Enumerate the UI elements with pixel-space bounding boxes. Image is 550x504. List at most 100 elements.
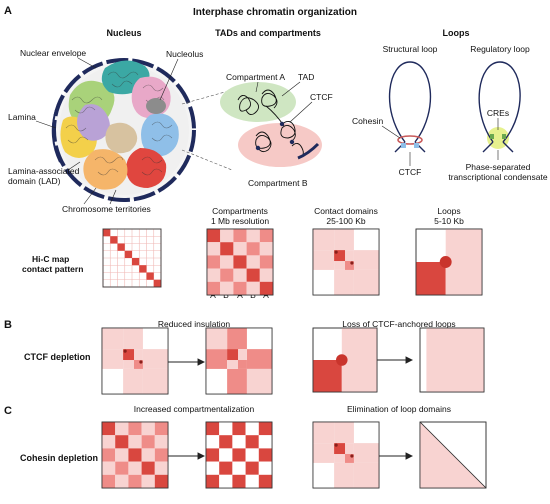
matrix-territories-diag-cell bbox=[139, 265, 147, 273]
matrix-ctcf-before-offdiag bbox=[123, 368, 143, 394]
matrix-contact-domains-subdomain bbox=[345, 261, 354, 270]
matrix-compartments-cell bbox=[233, 268, 247, 282]
matrix-compartments-cell bbox=[259, 281, 273, 295]
matrix-cohesin-after-cell bbox=[232, 474, 246, 488]
matrix-ctcf-loop-before-border bbox=[312, 327, 378, 393]
matrix-territories-diag-cell bbox=[153, 279, 161, 287]
matrix-compartments-cell bbox=[207, 242, 221, 256]
matrix-ctcf-after-subdomain bbox=[238, 360, 247, 369]
matrix-compartments-cell bbox=[233, 255, 247, 269]
matrix-loops-loop-dot bbox=[439, 256, 452, 268]
matrix-ctcf-loop-before-block bbox=[313, 360, 342, 392]
matrix-ctcf-before-loop-dot bbox=[139, 360, 143, 364]
matrix-cohesin-before-cell bbox=[102, 461, 116, 475]
matrix-cohesin-loop-before bbox=[312, 421, 380, 489]
label-tad: TAD bbox=[298, 72, 314, 82]
matrix-cohesin-loop-before-loop-dot bbox=[334, 443, 338, 447]
nucleus-leader-lines bbox=[35, 57, 179, 205]
matrix-cohesin-loop-before-loop-dot bbox=[350, 454, 354, 458]
matrix-ctcf-before-loop-dot bbox=[123, 349, 127, 353]
matrix-cohesin-before-cell bbox=[141, 474, 155, 488]
matrix-compartments-border bbox=[206, 228, 274, 296]
label-contact-domains: Contact domains bbox=[314, 206, 378, 216]
matrix-contact-domains-border bbox=[312, 228, 380, 296]
matrix-ctcf-before-domain bbox=[102, 328, 124, 350]
matrix-cohesin-before-cell bbox=[128, 435, 142, 449]
label-compartments: Compartments bbox=[212, 206, 268, 216]
label-contact-pattern: contact pattern bbox=[22, 264, 83, 274]
matrix-cohesin-after-cell bbox=[219, 435, 233, 449]
matrix-cohesin-loop-after-diagonal-line bbox=[419, 421, 487, 489]
matrix-cohesin-after-cell bbox=[258, 422, 272, 436]
row-label-ctcf-depletion: CTCF depletion bbox=[24, 352, 91, 362]
matrix-cohesin-after-cell bbox=[206, 461, 220, 475]
matrix-territories-diag-cell bbox=[117, 243, 125, 251]
depletion-arrows bbox=[168, 356, 414, 460]
matrix-cohesin-loop-before-subdomain bbox=[345, 454, 354, 463]
label-loops-row: Loops bbox=[437, 206, 460, 216]
matrix-cohesin-after-cell bbox=[206, 474, 220, 488]
matrix-ctcf-before-offdiag bbox=[142, 349, 168, 369]
territory-beige bbox=[105, 122, 138, 154]
label-compartment-a: Compartment A bbox=[226, 72, 285, 82]
matrix-ctcf-loop-after-border bbox=[419, 327, 485, 393]
nucleolus-body bbox=[146, 98, 166, 114]
matrix-cohesin-after-cell bbox=[219, 461, 233, 475]
matrix-ctcf-after-subdomain bbox=[227, 349, 239, 361]
matrix-ctcf-after-offdiag bbox=[206, 349, 228, 369]
matrix-cohesin-loop-after bbox=[419, 421, 487, 489]
matrix-cohesin-before-cell bbox=[128, 461, 142, 475]
matrix-cohesin-before-cell bbox=[154, 461, 168, 475]
matrix-loops-lower bbox=[445, 262, 482, 295]
matrix-contact-domains-loop-dot bbox=[350, 261, 354, 265]
label-ctcf-tad: CTCF bbox=[310, 92, 333, 102]
label-cres: CREs bbox=[487, 108, 509, 118]
matrix-compartments-cell bbox=[207, 281, 221, 295]
caption-reduced-insulation: Reduced insulation bbox=[158, 319, 231, 329]
matrix-cohesin-before-cell bbox=[102, 474, 116, 488]
nucleus-illustration bbox=[51, 58, 196, 202]
matrix-cohesin-after-cell bbox=[245, 474, 259, 488]
label-chromosome-territories: Chromosome territories bbox=[62, 204, 151, 214]
cre-left bbox=[490, 134, 494, 139]
matrix-compartments-cell bbox=[233, 229, 247, 243]
label-cohesin: Cohesin bbox=[352, 116, 383, 126]
loops-heading: Loops bbox=[443, 28, 470, 38]
matrix-cohesin-before-cell bbox=[141, 461, 155, 475]
label-structural-loop: Structural loop bbox=[383, 44, 438, 54]
matrix-territories bbox=[102, 228, 162, 288]
territory-red bbox=[126, 148, 167, 188]
matrix-cohesin-before-cell bbox=[115, 461, 129, 475]
matrix-ctcf-before-border bbox=[101, 327, 169, 395]
matrix-contact-domains-offdiag bbox=[353, 250, 379, 270]
structural-loop-fiber bbox=[388, 61, 432, 143]
matrix-cohesin-before-cell bbox=[128, 422, 142, 436]
matrix-ctcf-after-domain bbox=[206, 328, 228, 350]
matrix-cohesin-before-cell bbox=[141, 422, 155, 436]
matrix-compartments-cell bbox=[207, 268, 221, 282]
matrix-cohesin-before-cell bbox=[115, 422, 129, 436]
matrix-ctcf-after-offdiag bbox=[246, 349, 272, 369]
label-nucleolus: Nucleolus bbox=[166, 49, 203, 59]
matrix-compartments-cell bbox=[220, 242, 234, 256]
row-label-cohesin-depletion: Cohesin depletion bbox=[20, 453, 98, 463]
matrix-cohesin-after bbox=[205, 421, 273, 489]
matrix-compartments-cell bbox=[207, 255, 221, 269]
zoom-lines bbox=[181, 89, 233, 171]
leader-compartment-a bbox=[255, 81, 259, 93]
matrix-cohesin-loop-before-offdiag bbox=[313, 443, 335, 463]
matrix-cohesin-loop-before-offdiag bbox=[334, 462, 354, 488]
label-condensate-line2: transcriptional condensate bbox=[448, 172, 548, 182]
matrix-compartments-cell bbox=[259, 242, 273, 256]
cre-right bbox=[502, 134, 506, 139]
caption-loss-ctcf-loops: Loss of CTCF-anchored loops bbox=[342, 319, 455, 329]
matrix-compartments-cell bbox=[220, 281, 234, 295]
matrix-cohesin-after-cell bbox=[258, 435, 272, 449]
matrix-cohesin-after-cell bbox=[206, 448, 220, 462]
cohesin-ring bbox=[397, 135, 423, 145]
compartment-b-blob bbox=[238, 123, 322, 167]
matrix-loops-block bbox=[416, 262, 446, 295]
matrix-contact-domains-loop-dot bbox=[334, 250, 338, 254]
label-5-10kb: 5-10 Kb bbox=[434, 216, 464, 226]
